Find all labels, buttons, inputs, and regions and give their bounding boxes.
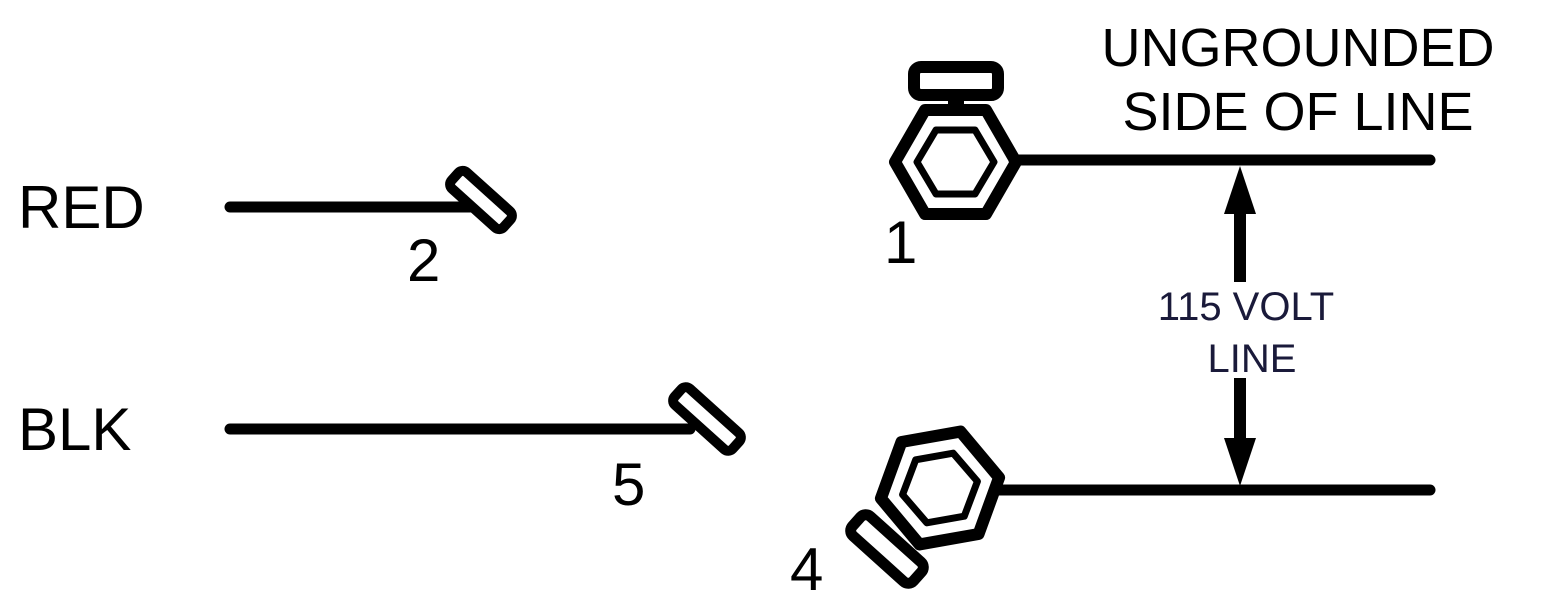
terminal-5-spade	[668, 382, 746, 456]
terminal-2-spade	[445, 165, 517, 235]
ungrounded-label-line2: SIDE OF LINE	[1122, 82, 1473, 142]
voltage-label-line2: LINE	[1208, 337, 1297, 381]
arrow-head-down	[1224, 438, 1256, 486]
terminal-1-number: 1	[884, 209, 917, 276]
terminal-5-number: 5	[612, 451, 645, 518]
terminal-2-number: 2	[407, 227, 440, 294]
red-wire-label: RED	[18, 174, 145, 241]
ungrounded-label-line1: UNGROUNDED	[1101, 18, 1494, 78]
terminal-4-hex	[845, 425, 1006, 589]
voltage-label-line1: 115 VOLT	[1158, 285, 1334, 329]
terminal-1-tab	[908, 61, 1004, 101]
blk-wire	[224, 382, 746, 456]
red-wire	[224, 165, 517, 235]
arrow-head-up	[1224, 166, 1256, 214]
voltage-dimension-arrow	[1224, 166, 1256, 486]
terminal-4-number: 4	[790, 536, 823, 592]
blk-wire-label: BLK	[18, 396, 131, 463]
terminal-1-hex	[889, 61, 1022, 220]
terminal-4-tab	[845, 509, 929, 589]
